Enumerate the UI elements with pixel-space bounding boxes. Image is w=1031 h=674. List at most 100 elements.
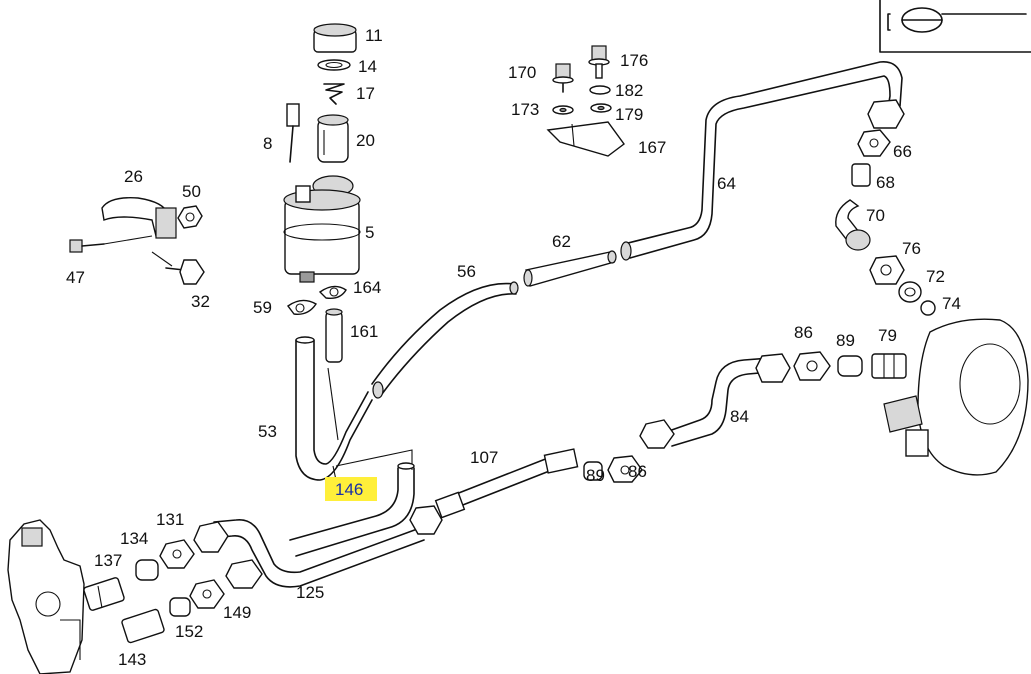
clamp-screw[interactable] [69, 235, 153, 253]
callout-143[interactable]: 143 [118, 650, 146, 669]
steering-gear-housing[interactable] [7, 519, 85, 674]
return-line-125[interactable] [213, 505, 443, 588]
mounting-bracket-167[interactable] [546, 121, 625, 157]
hose-clip-lower[interactable] [287, 299, 317, 315]
clamp-nut[interactable] [177, 205, 203, 229]
callout-74[interactable]: 74 [942, 294, 961, 313]
line-64[interactable] [620, 61, 903, 261]
seal-152[interactable] [169, 597, 191, 617]
nut-149[interactable] [189, 579, 225, 609]
union-nut-86-mid[interactable] [607, 455, 643, 483]
clamp-bolt[interactable] [151, 251, 205, 285]
callout-5[interactable]: 5 [365, 223, 374, 242]
line-end-fitting-right[interactable] [755, 353, 791, 383]
suction-pipe[interactable] [325, 308, 343, 363]
pressure-hose-56[interactable] [371, 281, 519, 399]
callout-134[interactable]: 134 [120, 529, 148, 548]
pressure-line-84[interactable] [665, 357, 771, 447]
fitting-68[interactable] [851, 163, 871, 187]
callout-8[interactable]: 8 [263, 134, 272, 153]
pressure-line-107[interactable] [434, 448, 579, 519]
callout-62[interactable]: 62 [552, 232, 571, 251]
banjo-fitting-70[interactable] [835, 199, 871, 251]
callout-59[interactable]: 59 [253, 298, 272, 317]
callout-20[interactable]: 20 [356, 131, 375, 150]
callout-173[interactable]: 173 [511, 100, 539, 119]
callout-79[interactable]: 79 [878, 326, 897, 345]
nut-134[interactable] [159, 539, 195, 569]
callout-56[interactable]: 56 [457, 262, 476, 281]
fitting-143[interactable] [121, 608, 165, 644]
callout-70[interactable]: 70 [866, 206, 885, 225]
washer-182[interactable] [589, 85, 611, 95]
callout-11[interactable]: 11 [365, 26, 383, 45]
callout-167[interactable]: 167 [638, 138, 666, 157]
union-nut-86-right[interactable] [793, 351, 831, 381]
washer-173[interactable] [552, 105, 574, 115]
reservoir-cap[interactable] [313, 23, 357, 53]
callout-50[interactable]: 50 [182, 182, 201, 201]
seal-89-mid[interactable] [583, 461, 603, 481]
hose-section-62[interactable] [523, 250, 617, 287]
callout-152[interactable]: 152 [175, 622, 203, 641]
washer-179[interactable] [590, 103, 612, 113]
line-end-fitting-131[interactable] [193, 521, 229, 553]
callout-146[interactable]: 146 [335, 480, 363, 499]
callout-64[interactable]: 64 [717, 174, 736, 193]
reservoir-body[interactable] [283, 175, 361, 283]
callout-76[interactable]: 76 [902, 239, 921, 258]
seal-136[interactable] [135, 559, 159, 581]
washer-74[interactable] [920, 300, 936, 316]
dipstick[interactable] [286, 103, 300, 163]
reservoir-filter[interactable] [317, 114, 349, 163]
callout-highlight-146 [325, 477, 377, 501]
seal-ring-72[interactable] [898, 281, 922, 303]
callout-107[interactable]: 107 [470, 448, 498, 467]
mounting-clamp[interactable] [101, 197, 177, 239]
fitting-137[interactable] [83, 577, 125, 611]
nut-elbow-upper[interactable] [867, 99, 905, 129]
reservoir-spring[interactable] [323, 83, 345, 105]
bracket-bolt-176[interactable] [588, 45, 610, 79]
callout-86-right[interactable]: 86 [794, 323, 813, 342]
callout-26[interactable]: 26 [124, 167, 143, 186]
callout-32[interactable]: 32 [191, 292, 210, 311]
callout-17[interactable]: 17 [356, 84, 375, 103]
callout-125[interactable]: 125 [296, 583, 324, 602]
reservoir-seal-ring[interactable] [317, 59, 351, 71]
callout-labels: 11 14 17 20 8 5 26 50 47 32 164 59 161 5… [66, 26, 961, 669]
callout-149[interactable]: 149 [223, 603, 251, 622]
inset-steering-wheel-symbol [879, 0, 1031, 53]
callout-47[interactable]: 47 [66, 268, 85, 287]
callout-176[interactable]: 176 [620, 51, 648, 70]
callout-164[interactable]: 164 [353, 278, 381, 297]
line-end-fitting-mid[interactable] [639, 419, 675, 449]
callout-89-mid[interactable]: 89 [586, 466, 605, 485]
nut-76[interactable] [869, 255, 905, 285]
callout-72[interactable]: 72 [926, 267, 945, 286]
bracket-bolt-170[interactable] [552, 63, 574, 93]
seal-89-right[interactable] [837, 355, 863, 377]
callout-131[interactable]: 131 [156, 510, 184, 529]
callout-182[interactable]: 182 [615, 81, 643, 100]
callout-53[interactable]: 53 [258, 422, 277, 441]
adapter-79[interactable] [871, 353, 907, 379]
callout-170[interactable]: 170 [508, 63, 536, 82]
callout-84[interactable]: 84 [730, 407, 749, 426]
hose-tube-146[interactable] [289, 449, 415, 557]
union-nut-left-mid[interactable] [225, 559, 263, 589]
return-hose[interactable] [295, 336, 373, 481]
hose-clip-upper[interactable] [318, 285, 347, 300]
callout-86-mid[interactable]: 86 [628, 462, 647, 481]
callout-14[interactable]: 14 [358, 57, 377, 76]
union-nut-66[interactable] [857, 129, 891, 157]
callout-179[interactable]: 179 [615, 105, 643, 124]
callout-66[interactable]: 66 [893, 142, 912, 161]
callout-161[interactable]: 161 [350, 322, 378, 341]
callout-137[interactable]: 137 [94, 551, 122, 570]
callout-89-right[interactable]: 89 [836, 331, 855, 350]
steering-pump[interactable] [883, 318, 1029, 476]
callout-68[interactable]: 68 [876, 173, 895, 192]
